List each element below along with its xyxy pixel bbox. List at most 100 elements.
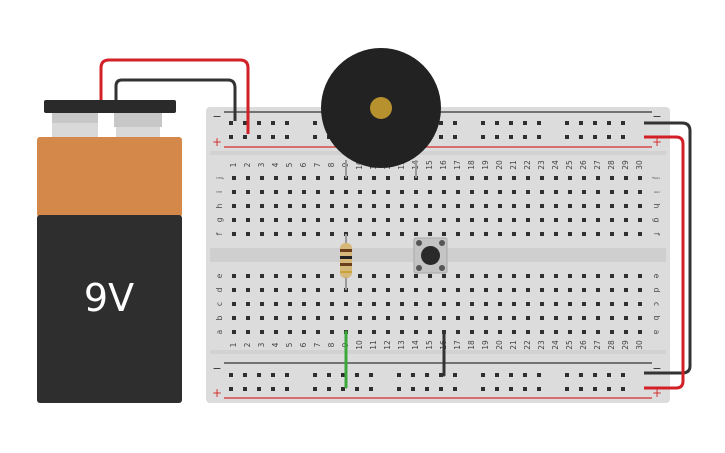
breadboard-hole[interactable] bbox=[285, 373, 289, 377]
breadboard-hole[interactable] bbox=[523, 387, 527, 391]
breadboard-hole[interactable] bbox=[568, 176, 572, 180]
breadboard-hole[interactable] bbox=[593, 135, 597, 139]
breadboard-hole[interactable] bbox=[358, 330, 362, 334]
breadboard-hole[interactable] bbox=[456, 232, 460, 236]
breadboard-hole[interactable] bbox=[411, 373, 415, 377]
breadboard-hole[interactable] bbox=[498, 232, 502, 236]
breadboard-hole[interactable] bbox=[568, 288, 572, 292]
breadboard-hole[interactable] bbox=[330, 330, 334, 334]
breadboard-hole[interactable] bbox=[274, 288, 278, 292]
breadboard-hole[interactable] bbox=[372, 190, 376, 194]
breadboard-hole[interactable] bbox=[526, 204, 530, 208]
breadboard-hole[interactable] bbox=[512, 288, 516, 292]
breadboard-hole[interactable] bbox=[428, 288, 432, 292]
breadboard-hole[interactable] bbox=[596, 302, 600, 306]
breadboard-hole[interactable] bbox=[498, 190, 502, 194]
breadboard-hole[interactable] bbox=[610, 330, 614, 334]
breadboard-hole[interactable] bbox=[512, 316, 516, 320]
breadboard-hole[interactable] bbox=[414, 232, 418, 236]
breadboard-hole[interactable] bbox=[369, 373, 373, 377]
breadboard-hole[interactable] bbox=[484, 288, 488, 292]
breadboard-hole[interactable] bbox=[439, 121, 443, 125]
breadboard-hole[interactable] bbox=[554, 190, 558, 194]
breadboard-hole[interactable] bbox=[554, 232, 558, 236]
breadboard-hole[interactable] bbox=[456, 302, 460, 306]
breadboard-hole[interactable] bbox=[498, 218, 502, 222]
breadboard-hole[interactable] bbox=[498, 302, 502, 306]
breadboard-hole[interactable] bbox=[596, 218, 600, 222]
breadboard-hole[interactable] bbox=[526, 316, 530, 320]
breadboard-hole[interactable] bbox=[607, 387, 611, 391]
breadboard-hole[interactable] bbox=[453, 121, 457, 125]
breadboard-hole[interactable] bbox=[512, 218, 516, 222]
breadboard-hole[interactable] bbox=[414, 190, 418, 194]
breadboard-hole[interactable] bbox=[442, 232, 446, 236]
breadboard-hole[interactable] bbox=[512, 232, 516, 236]
breadboard-hole[interactable] bbox=[582, 316, 586, 320]
breadboard-hole[interactable] bbox=[330, 176, 334, 180]
breadboard-hole[interactable] bbox=[554, 330, 558, 334]
breadboard-hole[interactable] bbox=[442, 302, 446, 306]
resistor[interactable] bbox=[340, 234, 352, 290]
breadboard-hole[interactable] bbox=[554, 204, 558, 208]
breadboard-hole[interactable] bbox=[243, 121, 247, 125]
breadboard-hole[interactable] bbox=[579, 135, 583, 139]
breadboard-hole[interactable] bbox=[568, 204, 572, 208]
breadboard-hole[interactable] bbox=[470, 190, 474, 194]
breadboard-hole[interactable] bbox=[523, 135, 527, 139]
breadboard-hole[interactable] bbox=[400, 190, 404, 194]
breadboard-hole[interactable] bbox=[484, 218, 488, 222]
breadboard-hole[interactable] bbox=[260, 288, 264, 292]
breadboard-hole[interactable] bbox=[285, 121, 289, 125]
breadboard-hole[interactable] bbox=[498, 274, 502, 278]
breadboard-hole[interactable] bbox=[540, 232, 544, 236]
breadboard-hole[interactable] bbox=[554, 218, 558, 222]
pushbutton[interactable] bbox=[413, 237, 448, 274]
breadboard-hole[interactable] bbox=[316, 176, 320, 180]
breadboard-hole[interactable] bbox=[246, 288, 250, 292]
breadboard-hole[interactable] bbox=[372, 204, 376, 208]
breadboard-hole[interactable] bbox=[288, 204, 292, 208]
wire-rail-positive-right[interactable] bbox=[644, 135, 685, 390]
breadboard-hole[interactable] bbox=[495, 387, 499, 391]
breadboard-hole[interactable] bbox=[607, 135, 611, 139]
breadboard-hole[interactable] bbox=[232, 316, 236, 320]
breadboard-hole[interactable] bbox=[470, 302, 474, 306]
breadboard-hole[interactable] bbox=[302, 302, 306, 306]
breadboard-hole[interactable] bbox=[498, 204, 502, 208]
breadboard-hole[interactable] bbox=[481, 373, 485, 377]
breadboard-hole[interactable] bbox=[372, 232, 376, 236]
breadboard-hole[interactable] bbox=[484, 204, 488, 208]
breadboard-hole[interactable] bbox=[285, 387, 289, 391]
breadboard-hole[interactable] bbox=[330, 232, 334, 236]
breadboard-hole[interactable] bbox=[540, 316, 544, 320]
breadboard-hole[interactable] bbox=[316, 330, 320, 334]
breadboard-hole[interactable] bbox=[330, 190, 334, 194]
breadboard-hole[interactable] bbox=[610, 302, 614, 306]
breadboard-hole[interactable] bbox=[624, 204, 628, 208]
breadboard-hole[interactable] bbox=[246, 190, 250, 194]
breadboard-hole[interactable] bbox=[481, 121, 485, 125]
breadboard-hole[interactable] bbox=[288, 218, 292, 222]
breadboard-hole[interactable] bbox=[316, 190, 320, 194]
breadboard-hole[interactable] bbox=[540, 204, 544, 208]
breadboard-hole[interactable] bbox=[568, 274, 572, 278]
breadboard-hole[interactable] bbox=[442, 176, 446, 180]
breadboard-hole[interactable] bbox=[414, 330, 418, 334]
breadboard-hole[interactable] bbox=[526, 330, 530, 334]
breadboard-hole[interactable] bbox=[397, 373, 401, 377]
breadboard-hole[interactable] bbox=[330, 302, 334, 306]
breadboard-hole[interactable] bbox=[344, 218, 348, 222]
breadboard-hole[interactable] bbox=[355, 387, 359, 391]
breadboard-hole[interactable] bbox=[624, 190, 628, 194]
breadboard-hole[interactable] bbox=[246, 302, 250, 306]
breadboard-hole[interactable] bbox=[568, 218, 572, 222]
breadboard-hole[interactable] bbox=[386, 316, 390, 320]
breadboard-hole[interactable] bbox=[540, 274, 544, 278]
breadboard-hole[interactable] bbox=[386, 190, 390, 194]
breadboard-hole[interactable] bbox=[596, 190, 600, 194]
breadboard-hole[interactable] bbox=[442, 218, 446, 222]
breadboard-hole[interactable] bbox=[400, 316, 404, 320]
breadboard-hole[interactable] bbox=[442, 190, 446, 194]
breadboard-hole[interactable] bbox=[232, 190, 236, 194]
